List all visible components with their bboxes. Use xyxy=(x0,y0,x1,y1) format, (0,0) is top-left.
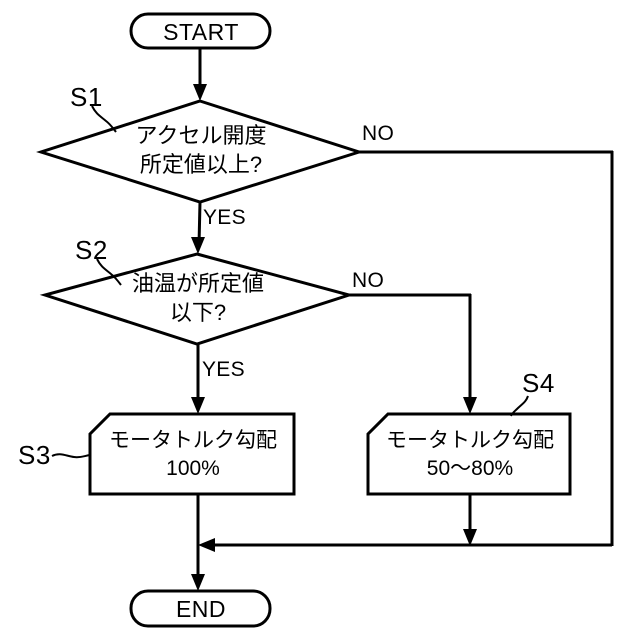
end-terminator-shape[interactable] xyxy=(129,589,272,628)
s2-text-line2: 以下? xyxy=(169,300,227,325)
s2-step-label: S2 xyxy=(75,235,108,265)
start-label: START xyxy=(163,19,239,45)
s1-text-line1: アクセル開度 xyxy=(135,123,267,148)
s3-text-line1: モータトルク勾配 xyxy=(109,429,277,452)
arrowhead-merge-to-main xyxy=(198,538,215,552)
s3-text-line2: 100% xyxy=(166,457,220,480)
s4-step-label: S4 xyxy=(522,368,555,398)
s1-text-line2: 所定値以上? xyxy=(139,152,263,177)
s2-no-label: NO xyxy=(352,269,385,292)
s1-no-label: NO xyxy=(362,122,395,145)
arrowhead-s3-to-end xyxy=(191,574,205,591)
s4-process-shape[interactable] xyxy=(366,412,572,496)
arrowhead-s1-yes-to-s2 xyxy=(191,237,205,254)
s4-leader-line xyxy=(510,395,529,417)
arrowhead-s2-no-to-s4 xyxy=(463,397,477,414)
s4-text-line1: モータトルク勾配 xyxy=(386,429,554,452)
s3-process-shape[interactable] xyxy=(88,412,296,496)
s2-text-line1: 油温が所定値 xyxy=(131,271,265,296)
s2-leader-line xyxy=(96,258,122,286)
s3-step-label: S3 xyxy=(18,440,51,470)
s2-yes-label: YES xyxy=(202,358,245,381)
s3-leader-line xyxy=(51,453,91,459)
s4-text-line2: 50〜80% xyxy=(426,457,514,480)
end-label: END xyxy=(175,596,227,622)
s1-leader-line xyxy=(91,105,117,133)
arrowhead-s4-to-merge xyxy=(463,529,477,546)
s1-step-label: S1 xyxy=(70,82,103,112)
arrowhead-start-to-s1 xyxy=(193,84,207,101)
arrowhead-s2-yes-to-s3 xyxy=(191,397,205,414)
s2-decision-shape[interactable] xyxy=(39,252,355,346)
s1-yes-label: YES xyxy=(203,206,246,229)
